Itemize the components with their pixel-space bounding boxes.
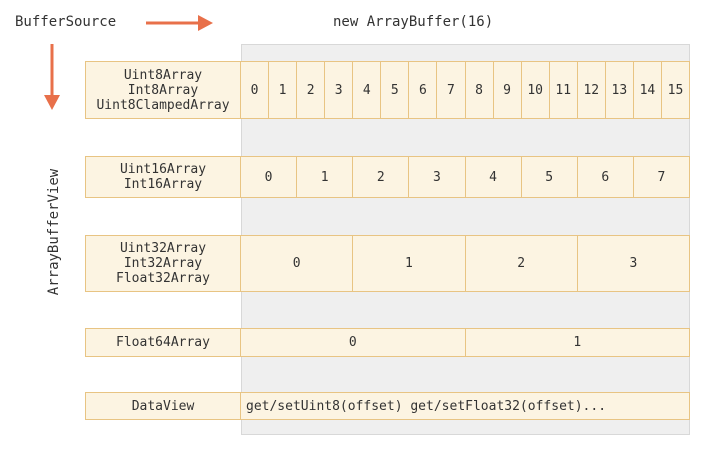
row-label-uint8: Uint8Array Int8Array Uint8ClampedArray	[85, 61, 241, 119]
byte-cell: 14	[632, 61, 662, 119]
buffer-source-label: BufferSource	[15, 14, 117, 30]
row-label-uint16: Uint16Array Int16Array	[85, 156, 241, 198]
row-cells-uint16: 0 1 2 3 4 5 6 7	[240, 156, 690, 198]
element-cell: 3	[576, 235, 690, 292]
down-arrow-icon	[44, 44, 60, 110]
element-cell: 4	[464, 156, 522, 198]
row-label-dataview: DataView	[85, 392, 241, 420]
type-name: Uint16Array	[119, 162, 207, 177]
type-name: Int32Array	[123, 256, 203, 271]
byte-cell: 5	[380, 61, 410, 119]
element-cell: 5	[520, 156, 578, 198]
type-name: Uint8Array	[123, 67, 203, 83]
element-cell: 6	[576, 156, 634, 198]
type-name: Int16Array	[123, 177, 203, 192]
byte-cell: 0	[240, 61, 270, 119]
element-cell: 2	[352, 156, 410, 198]
element-cell: 1	[296, 156, 354, 198]
type-name: DataView	[131, 398, 195, 414]
element-cell: 0	[240, 156, 298, 198]
type-name: Int8Array	[127, 82, 199, 98]
row-label-float64: Float64Array	[85, 328, 241, 357]
byte-cell: 6	[408, 61, 438, 119]
byte-cell: 8	[464, 61, 494, 119]
element-cell: 0	[240, 235, 354, 292]
element-cell: 7	[632, 156, 690, 198]
byte-cell: 1	[268, 61, 298, 119]
byte-cell: 9	[492, 61, 522, 119]
byte-cell: 13	[604, 61, 634, 119]
type-name: Uint32Array	[119, 241, 207, 256]
right-arrow-icon	[146, 15, 213, 31]
byte-cell: 15	[660, 61, 690, 119]
byte-cell: 2	[296, 61, 326, 119]
byte-cell: 11	[548, 61, 578, 119]
type-name: Float32Array	[116, 271, 210, 286]
byte-cell: 10	[520, 61, 550, 119]
array-buffer-label: new ArrayBuffer(16)	[333, 14, 494, 30]
type-name: Float64Array	[116, 335, 210, 350]
row-cells-dataview: get/setUint8(offset) get/setFloat32(offs…	[240, 392, 690, 420]
byte-cell: 4	[352, 61, 382, 119]
row-label-uint32: Uint32Array Int32Array Float32Array	[85, 235, 241, 292]
byte-cell: 7	[436, 61, 466, 119]
type-name: Uint8ClampedArray	[96, 97, 230, 113]
element-cell: 0	[240, 328, 466, 357]
byte-cell: 3	[324, 61, 354, 119]
row-cells-uint32: 0 1 2 3	[240, 235, 690, 292]
element-cell: 1	[464, 328, 690, 357]
element-cell: 2	[464, 235, 578, 292]
dataview-methods: get/setUint8(offset) get/setFloat32(offs…	[240, 392, 690, 420]
row-cells-uint8: 0 1 2 3 4 5 6 7 8 9 10 11 12 13 14 15	[240, 61, 690, 119]
byte-cell: 12	[576, 61, 606, 119]
row-cells-float64: 0 1	[240, 328, 690, 357]
element-cell: 3	[408, 156, 466, 198]
element-cell: 1	[352, 235, 466, 292]
